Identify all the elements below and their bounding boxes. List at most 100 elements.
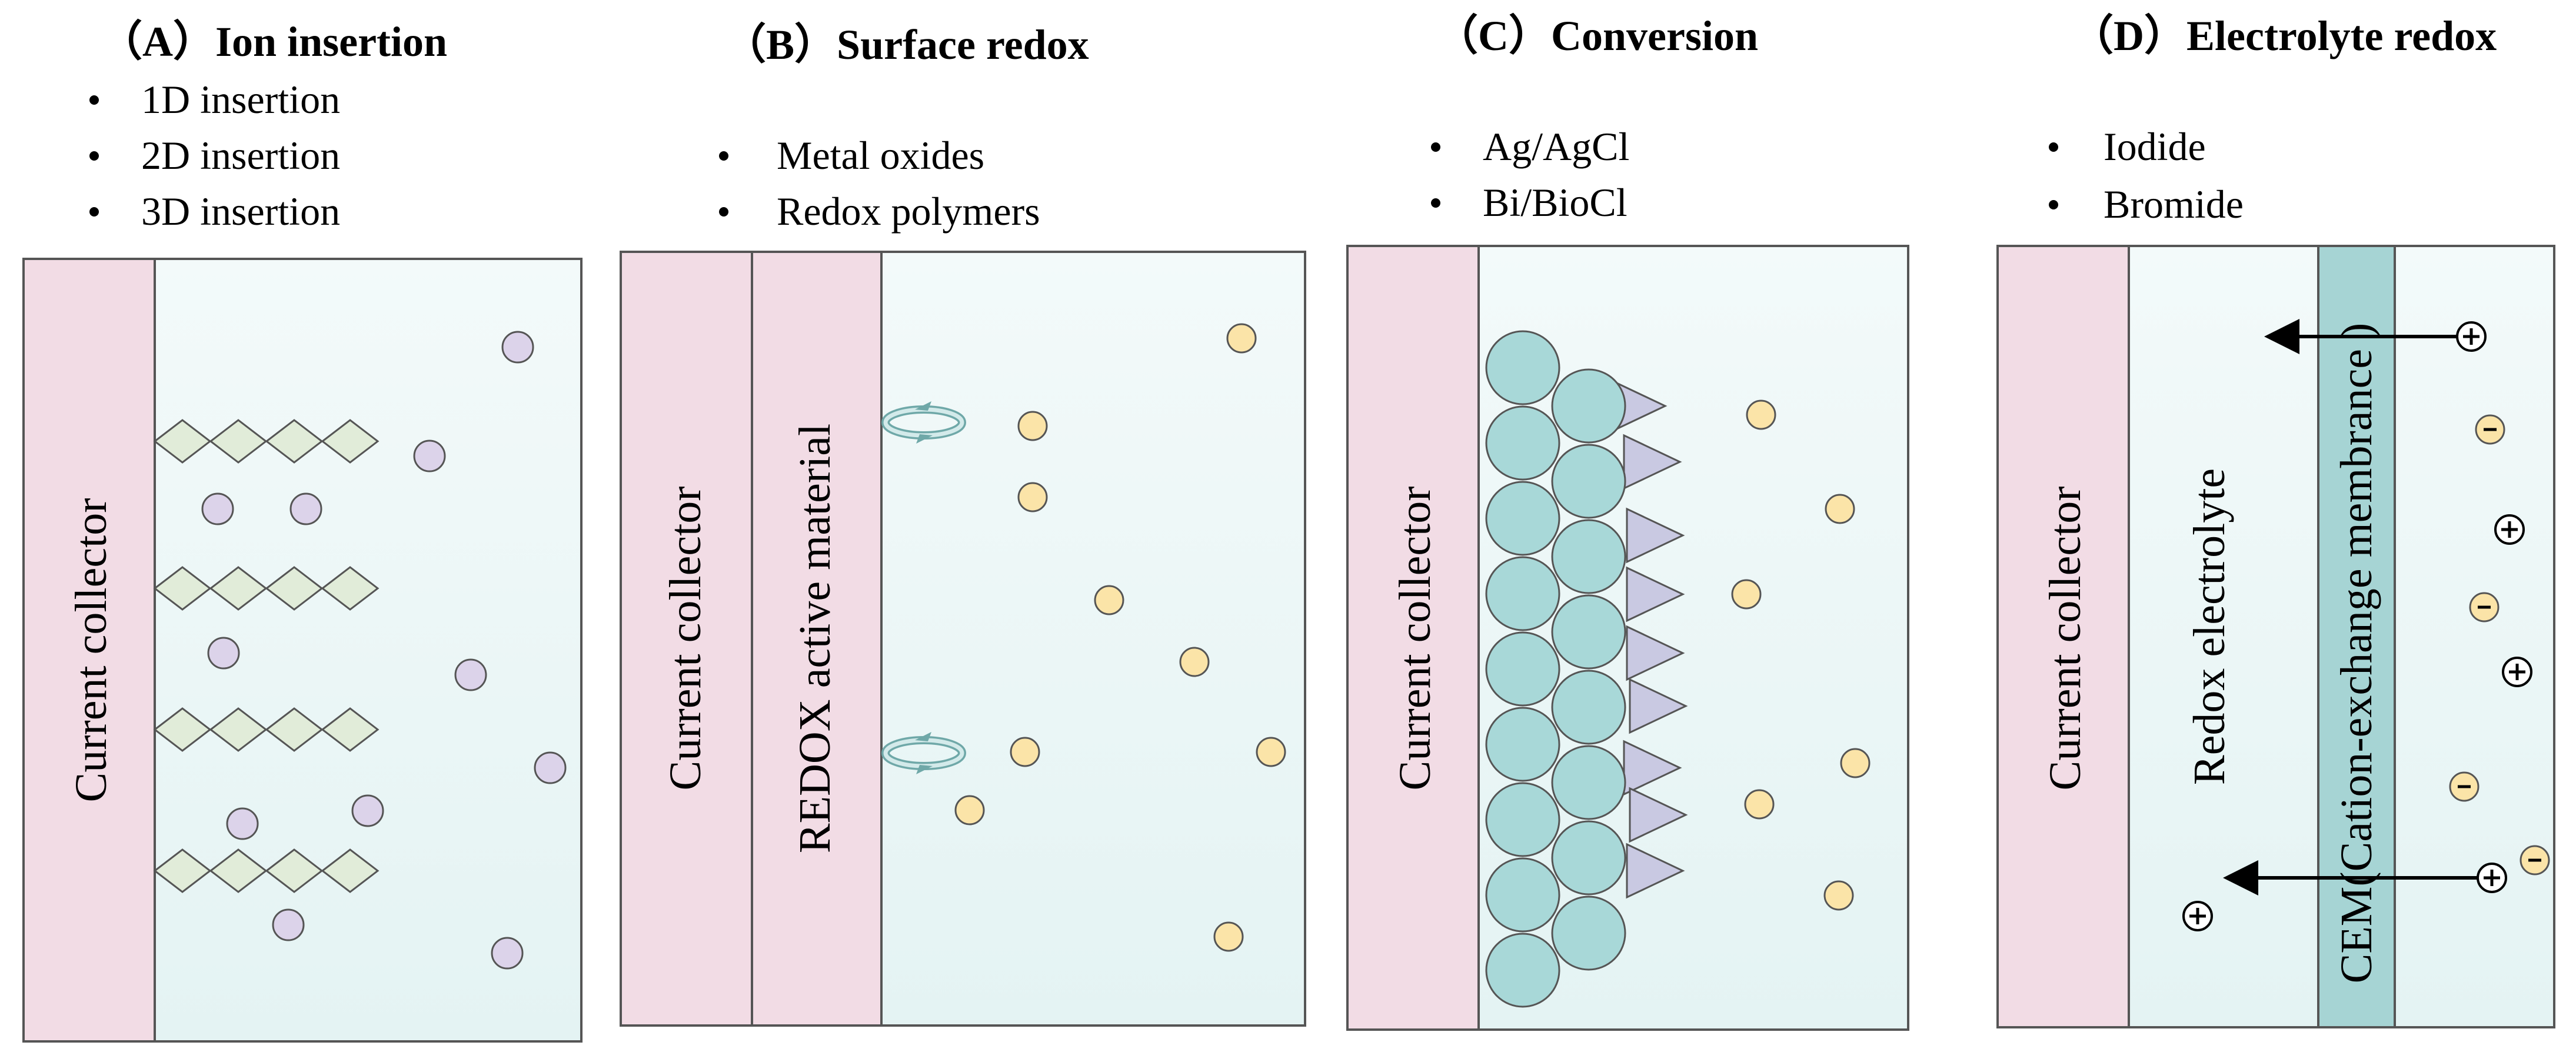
panel-c-collector-label: Current collector xyxy=(1390,486,1440,790)
redox-cycle-icon xyxy=(881,401,966,444)
bullet-dot xyxy=(1431,142,1440,152)
product-triangle xyxy=(1626,843,1685,899)
panel-b-active-material xyxy=(751,251,883,1027)
panel-d-membrane-label: CEM(Cation-exchange membrance ) xyxy=(2332,323,2381,984)
ion-particle xyxy=(1256,737,1286,767)
panel-c-bullet-1: Ag/AgCl xyxy=(1483,124,1629,169)
panel-a-collector-label: Current collector xyxy=(66,498,116,802)
reactant-sphere xyxy=(1551,670,1626,745)
plus-ion-icon xyxy=(2456,321,2487,352)
panel-a-current-collector xyxy=(22,258,156,1043)
bullet-dot xyxy=(89,207,99,217)
bullet-dot xyxy=(1431,198,1440,208)
ion-particle xyxy=(491,937,524,970)
bullet-dot xyxy=(719,151,728,161)
ion-particle xyxy=(1744,789,1775,820)
ion-particle xyxy=(1213,921,1244,952)
ion-particle xyxy=(1226,323,1257,354)
ion-particle xyxy=(1094,585,1124,615)
ion-particle xyxy=(207,637,240,670)
reactant-sphere xyxy=(1485,857,1560,933)
panel-b-bullet-list: Metal oxides Redox polymers xyxy=(719,133,1040,234)
ion-particle xyxy=(1017,411,1048,441)
bullet-dot xyxy=(719,207,728,217)
panel-b: （B）Surface redox Metal oxides Redox poly… xyxy=(620,21,1306,1027)
ion-particle xyxy=(1840,748,1871,778)
ion-particle xyxy=(201,492,234,525)
reactant-sphere xyxy=(1551,368,1626,444)
reactant-sphere xyxy=(1485,330,1560,405)
panel-a: （A）Ion insertion 1D insertion 2D inserti… xyxy=(22,18,583,1043)
panel-d-bullet-2: Bromide xyxy=(2104,182,2244,227)
panel-a-bullet-1: 1D insertion xyxy=(141,77,340,122)
reactant-sphere xyxy=(1485,707,1560,782)
reactant-sphere xyxy=(1485,933,1560,1008)
panel-c: （C）Conversion Ag/AgCl Bi/BioCl Current c… xyxy=(1346,12,1909,1031)
reactant-sphere xyxy=(1551,895,1626,971)
insertion-host-diamond xyxy=(321,566,380,611)
ion-particle xyxy=(289,492,322,525)
ion-particle xyxy=(413,440,446,472)
bullet-dot xyxy=(89,95,99,105)
reactant-sphere xyxy=(1485,481,1560,556)
product-triangle xyxy=(1623,434,1682,490)
product-triangle xyxy=(1626,566,1685,622)
plus-ion-icon xyxy=(2494,514,2525,545)
product-triangle xyxy=(1623,740,1682,796)
product-triangle xyxy=(1629,787,1688,843)
ion-particle xyxy=(1010,737,1040,767)
reactant-sphere xyxy=(1551,745,1626,820)
ion-particle xyxy=(534,751,567,784)
ion-particle xyxy=(1825,494,1855,524)
ion-particle xyxy=(501,331,534,364)
ion-particle xyxy=(454,658,487,691)
panel-b-electrolyte xyxy=(880,251,1306,1027)
ion-particle xyxy=(1017,482,1048,512)
plus-ion-icon xyxy=(2182,901,2213,931)
reactant-sphere xyxy=(1551,594,1626,670)
minus-ion-icon xyxy=(2475,414,2505,445)
reactant-sphere xyxy=(1551,444,1626,519)
reactant-sphere xyxy=(1485,782,1560,857)
panel-b-ions xyxy=(954,323,1286,952)
redox-cycle-icon xyxy=(881,732,966,774)
panel-c-current-collector xyxy=(1346,245,1480,1031)
panel-b-collector-label: Current collector xyxy=(661,486,710,790)
panel-d-collector-label: Current collector xyxy=(2041,486,2090,790)
product-triangle xyxy=(1629,678,1688,734)
panel-b-current-collector xyxy=(620,251,753,1027)
bullet-dot xyxy=(2049,142,2058,152)
product-triangle xyxy=(1626,625,1685,681)
panel-b-title: （B）Surface redox xyxy=(724,21,1089,68)
panel-a-bullet-list: 1D insertion 2D insertion 3D insertion xyxy=(89,77,340,234)
panel-d-membrane xyxy=(2317,245,2396,1028)
panel-d-ions xyxy=(2182,321,2550,931)
panel-d-current-collector xyxy=(1996,245,2130,1028)
plus-ion-icon xyxy=(2477,863,2507,893)
ion-particle xyxy=(272,908,305,941)
panel-d-electrolyte-label: Redox electrolyte xyxy=(2185,468,2234,785)
reactant-sphere xyxy=(1485,556,1560,631)
ion-particle xyxy=(1731,579,1762,610)
panel-d: （D）Electrolyte redox Iodide Bromide Curr… xyxy=(1996,12,2555,1028)
panel-a-bullet-3: 3D insertion xyxy=(141,189,340,234)
ion-particle xyxy=(1179,647,1210,677)
panel-d-title: （D）Electrolyte redox xyxy=(2071,12,2497,59)
panel-c-bullet-list: Ag/AgCl Bi/BioCl xyxy=(1431,124,1629,225)
panel-b-bullet-1: Metal oxides xyxy=(777,133,984,178)
panel-c-bullet-2: Bi/BioCl xyxy=(1483,180,1628,225)
panel-a-ions xyxy=(201,331,567,970)
reactant-sphere xyxy=(1551,820,1626,895)
reactant-sphere xyxy=(1485,405,1560,481)
panel-a-title: （A）Ion insertion xyxy=(100,18,447,65)
plus-ion-icon xyxy=(2502,657,2532,687)
panel-a-bullet-2: 2D insertion xyxy=(141,133,340,178)
bullet-dot xyxy=(89,151,99,161)
panel-a-insertion-layers xyxy=(153,419,380,893)
insertion-host-diamond xyxy=(321,848,380,893)
ion-particle xyxy=(1823,880,1854,911)
reactant-sphere xyxy=(1551,519,1626,594)
ion-particle xyxy=(954,795,985,825)
